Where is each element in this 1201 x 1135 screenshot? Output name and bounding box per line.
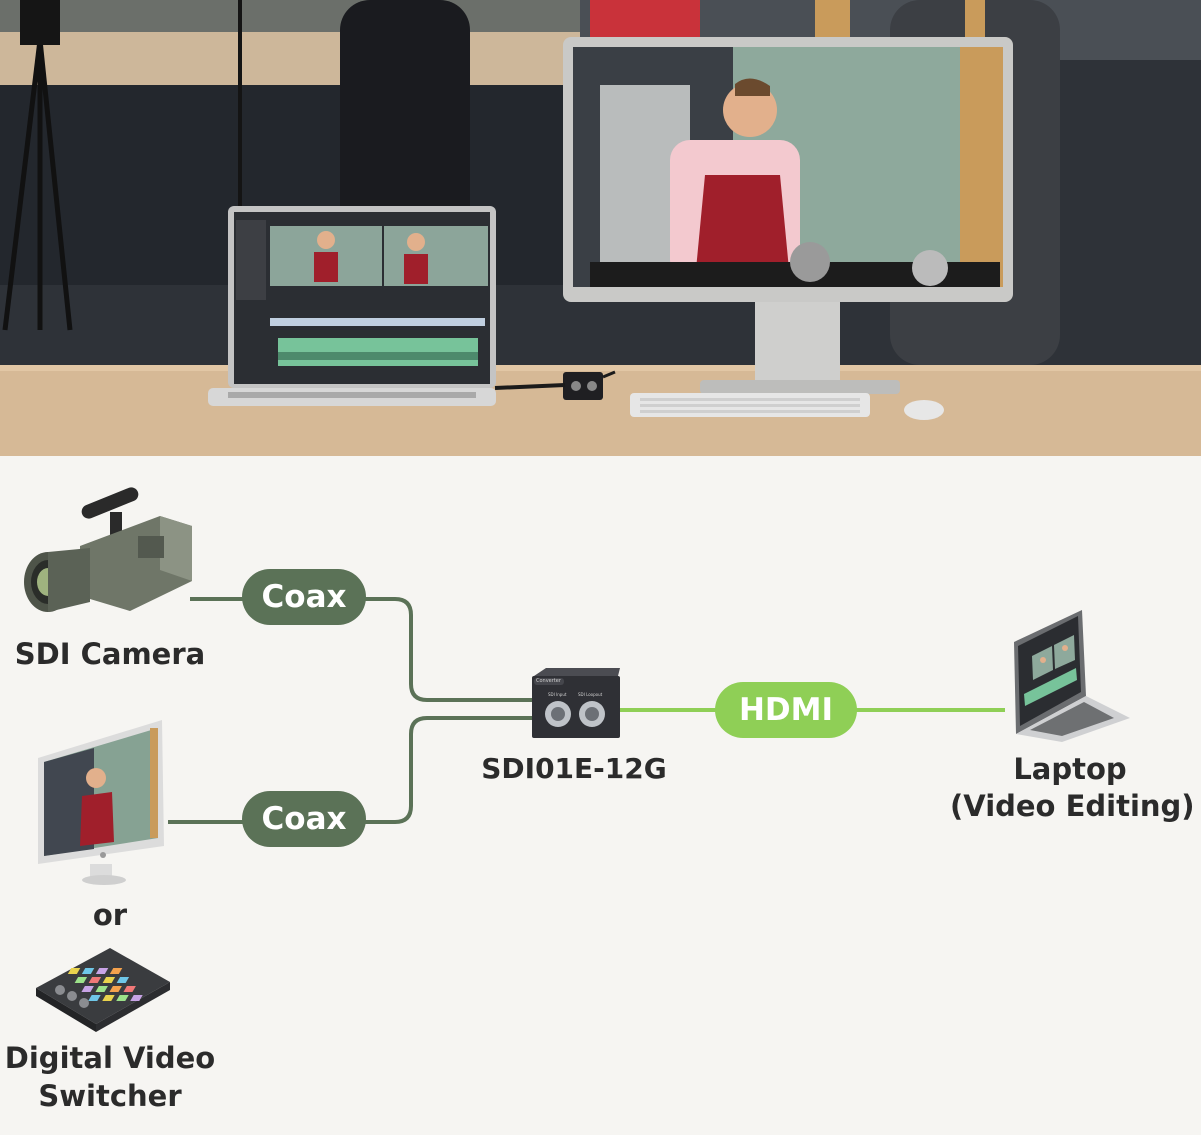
laptop-label-line2: (Video Editing) — [950, 789, 1195, 823]
switcher-label-line1: Digital Video — [4, 1041, 216, 1075]
converter-device-icon — [532, 668, 620, 738]
mouse-icon — [904, 400, 944, 420]
hdmi-pill: HDMI — [715, 682, 857, 738]
desktop-monitor — [563, 37, 1013, 394]
coax-top-pill: Coax — [242, 569, 366, 625]
connection-lines — [168, 597, 1005, 824]
device-port-loop-label: SDI Loopout — [578, 692, 603, 697]
digital-video-switcher-icon — [36, 948, 170, 1032]
switcher-label-line2: Switcher — [38, 1079, 182, 1113]
laptop-label: Laptop (Video Editing) — [950, 751, 1195, 825]
connection-diagram: SDI Camera Coax Coax or — [0, 456, 1201, 1135]
device-port-in-label: SDI Input — [548, 692, 567, 697]
sdi-converter-device: Converter SDI Input SDI Loopout — [530, 666, 622, 740]
sdi-converter-box — [563, 372, 603, 400]
laptop-label-line1: Laptop — [1013, 752, 1127, 786]
sdi-camera-label: SDI Camera — [14, 637, 206, 671]
switcher-buttons — [67, 968, 143, 1001]
studio-scene-illustration — [0, 0, 1201, 456]
sdi-camera-icon — [24, 487, 192, 612]
device-tag: Converter — [536, 678, 561, 684]
laptop-icon — [1014, 610, 1130, 742]
crew-person — [340, 0, 470, 250]
coax-bottom-pill: Coax — [242, 791, 366, 847]
monitor-icon — [38, 720, 164, 885]
or-label: or — [92, 898, 128, 932]
studio-photo — [0, 0, 1201, 456]
device-model-label: SDI01E-12G — [481, 752, 667, 785]
chef-head — [723, 83, 777, 137]
switcher-label: Digital Video Switcher — [0, 1039, 220, 1115]
tripod-icon — [2, 39, 73, 331]
laptop-video-editor — [208, 206, 496, 406]
chef-apron — [695, 175, 790, 280]
